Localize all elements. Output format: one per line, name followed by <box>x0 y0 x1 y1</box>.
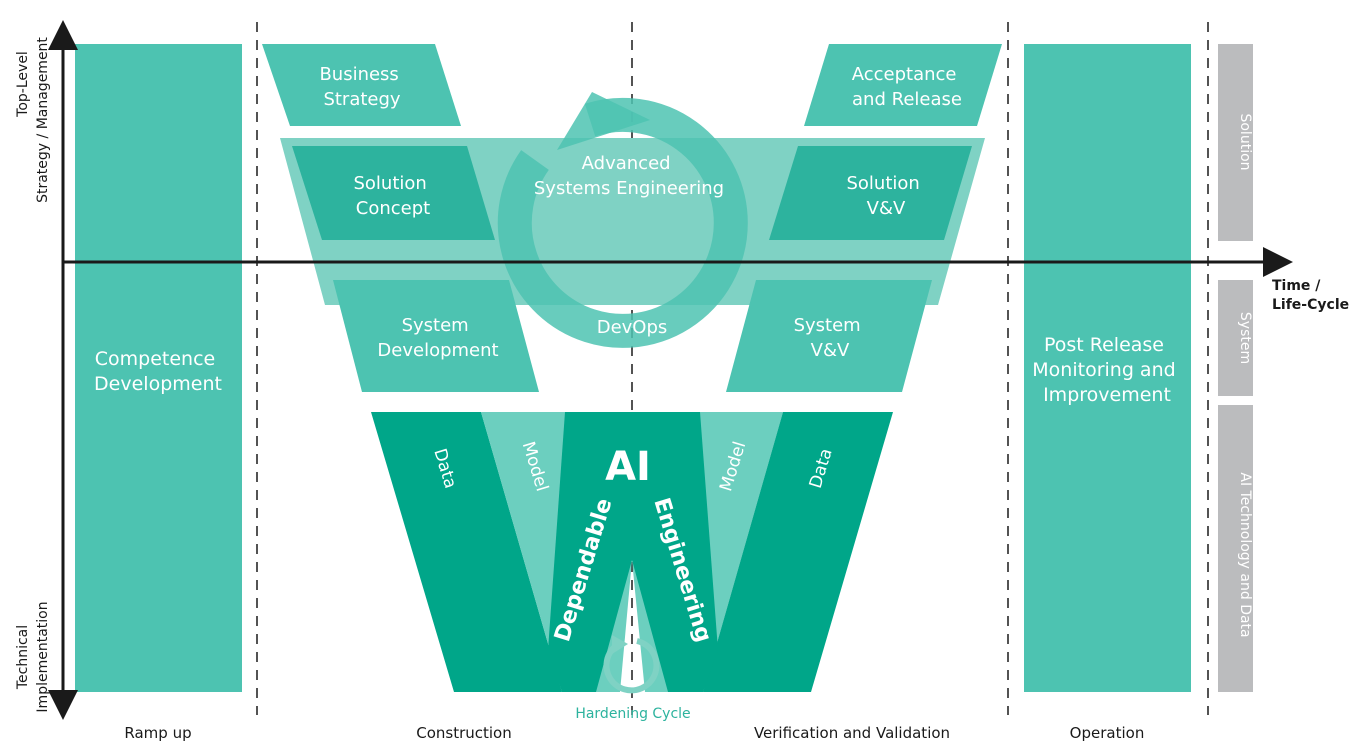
y-axis-top-label-line1: Top-Level <box>15 51 31 118</box>
phase-ramp-up: Ramp up <box>124 724 191 742</box>
devops-cycle-arrow <box>497 92 748 348</box>
phase-verification-validation: Verification and Validation <box>754 724 950 742</box>
y-axis-bottom-label-line1: Technical <box>15 625 31 690</box>
business-strategy-block <box>262 44 461 126</box>
system-vv-label: System V&V <box>794 315 867 361</box>
solution-concept-label: Solution Concept <box>353 173 432 219</box>
solution-vv-label: Solution V&V <box>846 173 925 219</box>
system-development-label: System Development <box>377 315 498 361</box>
w-center-right <box>632 412 718 692</box>
system-side-bar <box>1218 280 1253 396</box>
ai-w-shape <box>371 412 893 692</box>
y-axis-top-label-line2: Strategy / Management <box>35 37 51 203</box>
business-strategy-label: Business Strategy <box>319 64 404 110</box>
solution-vv-block <box>769 146 972 240</box>
y-axis-bottom-label-line2: Implementation <box>35 601 51 712</box>
w-center-left <box>548 412 632 692</box>
w-data-left <box>371 412 562 692</box>
post-release-block <box>1024 44 1191 692</box>
advanced-systems-engineering-label: Advanced Systems Engineering <box>534 153 724 199</box>
devops-label: DevOps <box>597 317 668 338</box>
system-side-label: System <box>1237 312 1253 364</box>
system-vv-block <box>726 280 932 392</box>
acceptance-release-label: Acceptance and Release <box>852 64 963 110</box>
acceptance-release-block <box>804 44 1002 126</box>
w-data-right <box>703 412 893 692</box>
hardening-cycle-icon <box>603 635 660 694</box>
ai-technology-side-bar <box>1218 405 1253 692</box>
phase-operation: Operation <box>1070 724 1145 742</box>
hardening-cycle-label: Hardening Cycle <box>575 706 690 722</box>
phase-construction: Construction <box>416 724 512 742</box>
x-axis-label-line1: Time / <box>1272 278 1321 294</box>
ai-label: AI <box>605 444 651 490</box>
solution-side-bar <box>1218 44 1253 241</box>
phase-separators <box>256 22 1209 715</box>
post-release-label: Post Release Monitoring and Improvement <box>1032 334 1181 406</box>
solution-concept-block <box>292 146 495 240</box>
solution-side-label: Solution <box>1237 113 1253 170</box>
competence-development-block <box>75 44 242 692</box>
competence-development-label: Competence Development <box>94 348 222 395</box>
ai-technology-side-label: AI Technology and Data <box>1237 472 1253 637</box>
system-development-block <box>333 280 539 392</box>
x-axis-label-line2: Life-Cycle <box>1272 297 1349 313</box>
